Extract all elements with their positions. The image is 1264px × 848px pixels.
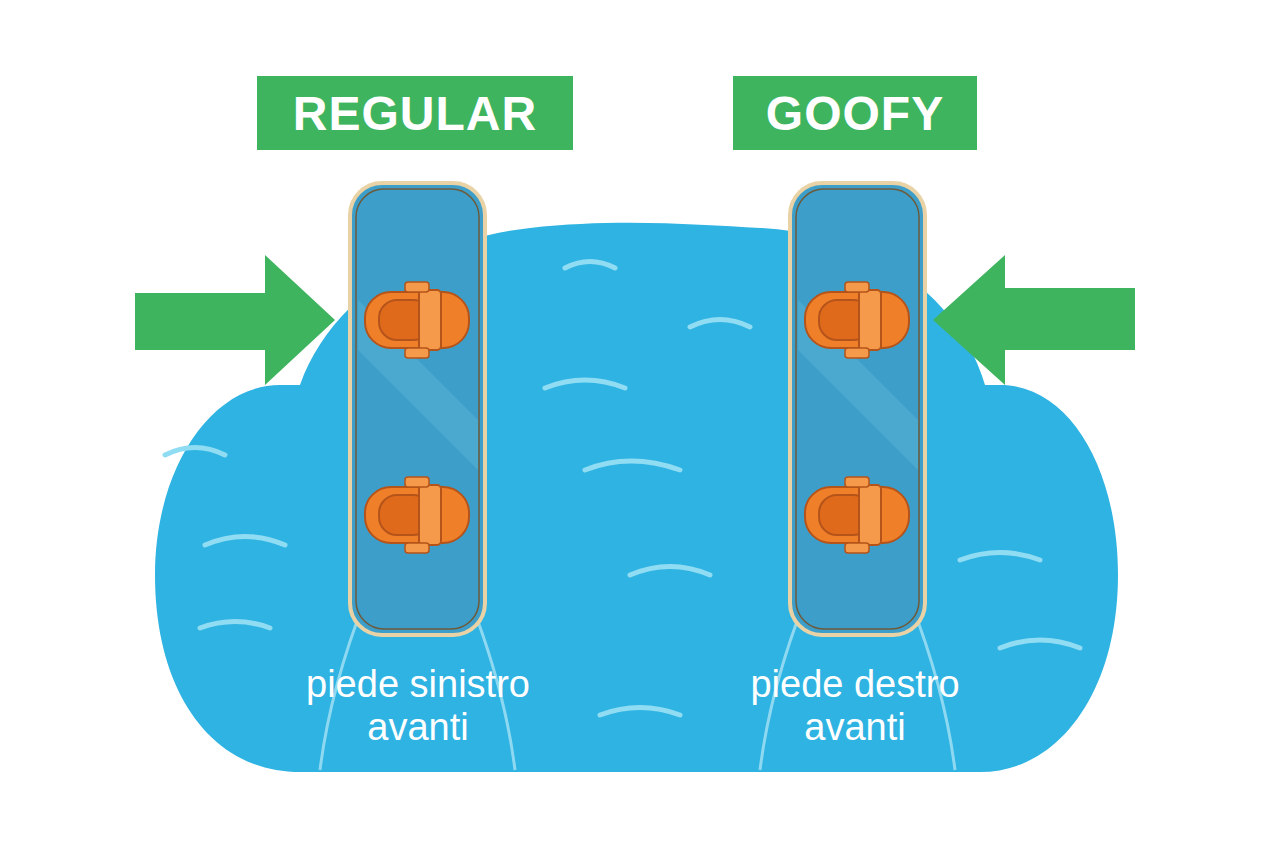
- binding: [365, 282, 909, 553]
- binding: [805, 282, 909, 358]
- binding: [365, 477, 469, 553]
- wakeboard: [350, 183, 925, 635]
- binding: [365, 282, 469, 358]
- stance-label: REGULAR: [293, 86, 537, 141]
- stance-label-box: REGULAR: [257, 76, 573, 150]
- stance-arrow: [933, 255, 1135, 385]
- stance-label: GOOFY: [766, 86, 944, 141]
- foot-caption: piede destro avanti: [705, 663, 1005, 748]
- binding: [805, 477, 909, 553]
- stance-arrow: [135, 255, 335, 385]
- foot-caption: piede sinistro avanti: [268, 663, 568, 748]
- stance-label-box: GOOFY: [733, 76, 977, 150]
